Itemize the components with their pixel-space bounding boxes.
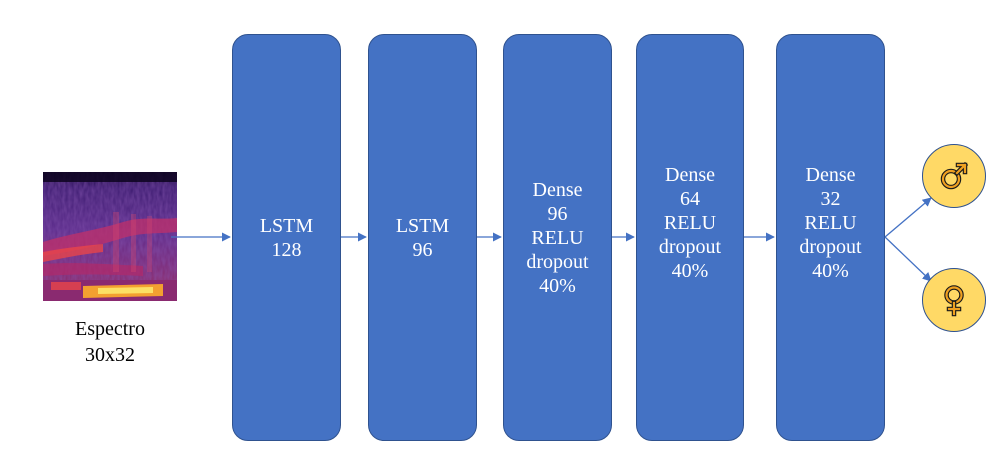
layer-line: 40%: [539, 274, 576, 297]
male-symbol-icon: [940, 161, 969, 190]
layer-line: 96: [412, 238, 433, 261]
layer-label: Dense 32 RELU dropout 40%: [799, 163, 861, 283]
layer-line: 40%: [671, 259, 709, 282]
input-caption-line2: 30x32: [85, 344, 135, 366]
layer-line: LSTM: [395, 214, 450, 237]
layer-dense-32: Dense 32 RELU dropout 40%: [776, 34, 885, 441]
spectrogram-image: [43, 172, 177, 301]
layer-line: RELU: [663, 211, 717, 234]
female-symbol-icon: [944, 285, 964, 317]
layer-label: Dense 96 RELU dropout 40%: [526, 178, 588, 298]
layer-line: Dense: [805, 163, 856, 186]
layer-line: LSTM: [259, 214, 314, 237]
layer-line: 128: [271, 238, 302, 261]
layer-dense-96: Dense 96 RELU dropout 40%: [503, 34, 612, 441]
layer-lstm-128: LSTM 128: [232, 34, 341, 441]
output-male: [922, 144, 986, 208]
layer-line: dropout: [799, 235, 862, 258]
layer-line: RELU: [804, 211, 857, 234]
arrow-dense32-to-male: [884, 197, 932, 238]
layer-line: 32: [820, 187, 841, 210]
layer-line: dropout: [658, 235, 722, 258]
input-caption: Espectro 30x32: [40, 316, 180, 368]
layer-label: LSTM 96: [396, 214, 449, 262]
layer-dense-64: Dense 64 RELU dropout 40%: [636, 34, 744, 441]
layer-label: LSTM 128: [260, 214, 313, 262]
layer-line: dropout: [526, 250, 589, 273]
output-female: [922, 268, 986, 332]
layer-line: RELU: [531, 226, 584, 249]
layer-lstm-96: LSTM 96: [368, 34, 477, 441]
layer-line: 64: [680, 187, 700, 210]
arrow-dense32-to-female: [884, 236, 932, 282]
layer-line: 40%: [812, 259, 849, 282]
layer-line: 96: [547, 202, 568, 225]
layer-line: Dense: [665, 163, 715, 186]
layer-line: Dense: [532, 178, 583, 201]
layer-label: Dense 64 RELU dropout 40%: [659, 163, 721, 283]
input-caption-line1: Espectro: [75, 318, 145, 340]
